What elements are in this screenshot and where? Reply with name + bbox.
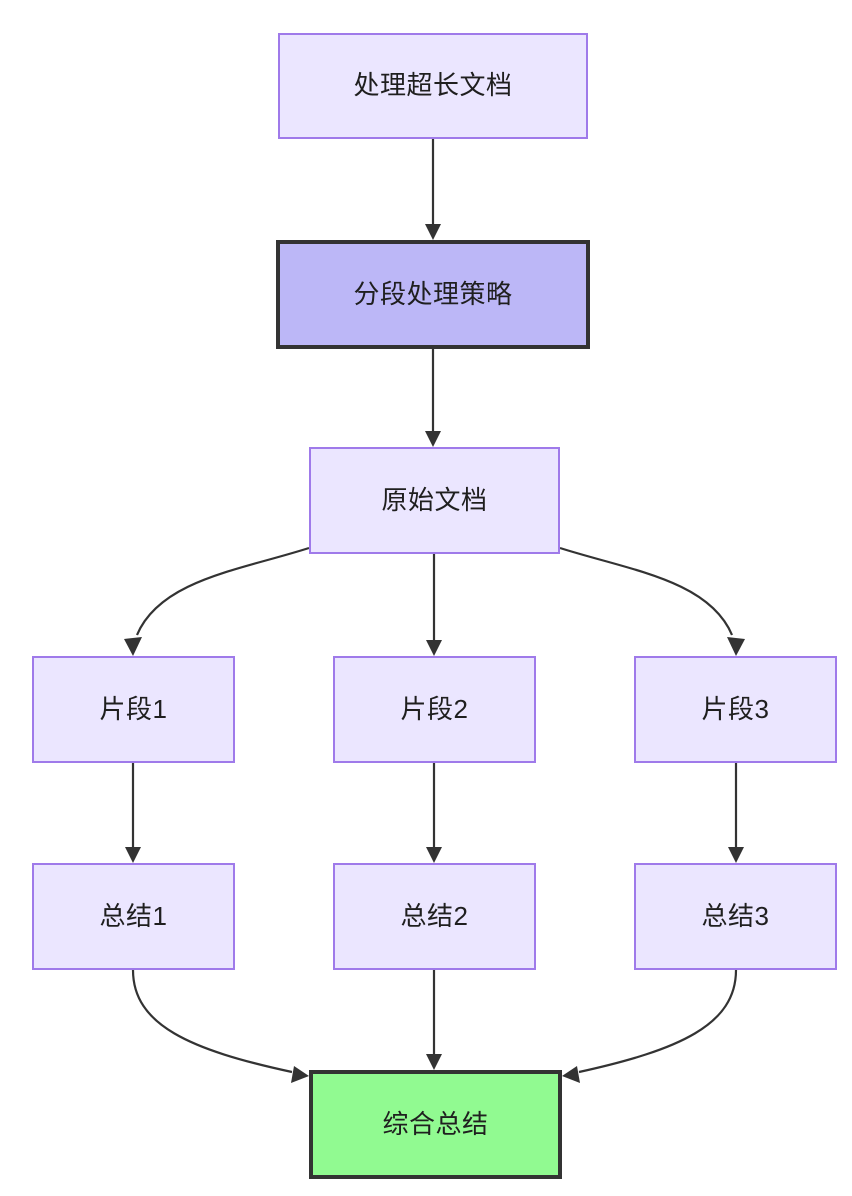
edge-n3-n5 (426, 554, 442, 656)
node-label: 总结2 (400, 900, 469, 931)
node-process-long-document[interactable]: 处理超长文档 (278, 33, 588, 139)
edge-n2-n3 (425, 349, 441, 447)
edge-n3-n4 (124, 546, 310, 656)
node-label: 总结1 (99, 900, 168, 931)
node-label: 片段3 (701, 693, 770, 724)
node-label: 总结3 (701, 900, 770, 931)
node-chunking-strategy[interactable]: 分段处理策略 (276, 240, 590, 349)
edge-n6-n9 (728, 763, 744, 863)
node-original-document[interactable]: 原始文档 (309, 447, 560, 554)
node-fragment-2[interactable]: 片段2 (333, 656, 536, 763)
edge-n4-n7 (125, 763, 141, 863)
node-final-summary[interactable]: 综合总结 (309, 1070, 562, 1179)
node-label: 处理超长文档 (353, 70, 513, 101)
edge-n8-n10 (426, 970, 442, 1070)
edge-n7-n10 (131, 969, 309, 1083)
node-summary-3[interactable]: 总结3 (634, 863, 837, 970)
node-fragment-3[interactable]: 片段3 (634, 656, 837, 763)
node-label: 片段2 (400, 693, 469, 724)
node-label: 片段1 (99, 693, 168, 724)
edge-n9-n10 (562, 969, 738, 1083)
node-summary-1[interactable]: 总结1 (32, 863, 235, 970)
node-label: 分段处理策略 (353, 278, 513, 309)
node-summary-2[interactable]: 总结2 (333, 863, 536, 970)
node-fragment-1[interactable]: 片段1 (32, 656, 235, 763)
node-label: 综合总结 (382, 1108, 489, 1139)
node-label: 原始文档 (381, 484, 488, 515)
edge-n3-n6 (559, 546, 745, 656)
edge-n5-n8 (426, 763, 442, 863)
edge-n1-n2 (425, 139, 441, 240)
